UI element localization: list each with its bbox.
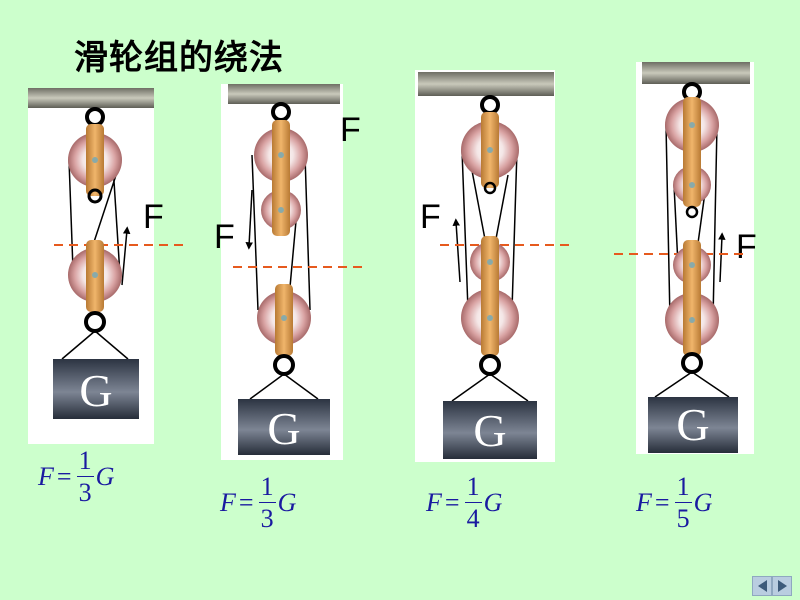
pulley-frame (272, 120, 290, 236)
fraction-numerator: 1 (76, 446, 94, 477)
formula-rhs: G (95, 462, 115, 491)
fraction: 1 3 (76, 446, 94, 507)
rope (251, 154, 311, 311)
fraction-numerator: 1 (464, 472, 482, 503)
pulley-axle (92, 157, 98, 163)
pulley-axle (487, 147, 493, 153)
force-label-top: F (340, 111, 361, 149)
pulley-system-3: F G (415, 70, 575, 462)
formula-lhs: F (38, 462, 54, 491)
ceiling-beam (28, 88, 154, 108)
fraction: 1 5 (674, 472, 692, 533)
formula-2: F = 1 3 G (220, 474, 296, 532)
ceiling-beam (642, 62, 750, 84)
force-label: F (420, 198, 441, 236)
force-label: F (214, 218, 235, 256)
fraction: 1 3 (258, 472, 276, 533)
pulley-system-4: F G (614, 62, 757, 454)
formula-rhs: G (483, 488, 503, 517)
formula-rhs: G (277, 488, 297, 517)
pulley-system-1: F G (28, 88, 188, 444)
weight-label: G (676, 399, 709, 450)
formula-equals: = (238, 488, 254, 517)
formula-lhs: F (636, 488, 652, 517)
formula-equals: = (444, 488, 460, 517)
pulley-axle (689, 317, 695, 323)
pulley-system-2: F F G (214, 84, 368, 460)
ceiling-beam (418, 72, 554, 96)
formula-equals: = (654, 488, 670, 517)
pulley-frame (481, 236, 499, 356)
weight-label: G (473, 405, 506, 456)
formula-3: F = 1 4 G (426, 474, 502, 532)
formula-lhs: F (426, 488, 442, 517)
weight-label: G (79, 365, 112, 416)
pulley-axle (487, 259, 493, 265)
fraction-denominator: 5 (676, 504, 690, 533)
force-arrow (121, 226, 131, 286)
pulley-axle (689, 122, 695, 128)
pulley-axle (689, 182, 695, 188)
pulley-axle (278, 207, 284, 213)
fraction-denominator: 4 (466, 504, 480, 533)
page-title: 滑轮组的绕法 (74, 38, 284, 78)
triangle-right-icon (777, 580, 787, 592)
hook-ring (483, 181, 497, 195)
weight-block (443, 401, 537, 459)
weight-label: G (267, 403, 300, 454)
slide-navigation (752, 576, 792, 596)
force-arrow (245, 189, 253, 250)
formula-equals: = (56, 462, 72, 491)
pulley-axle (278, 152, 284, 158)
weight-block (238, 399, 330, 455)
fraction: 1 4 (464, 472, 482, 533)
formula-lhs: F (220, 488, 236, 517)
fraction-numerator: 1 (674, 472, 692, 503)
formula-rhs: G (693, 488, 713, 517)
pulley-axle (487, 315, 493, 321)
force-label: F (143, 198, 164, 236)
pulley-axle (92, 272, 98, 278)
pulley-frame (683, 97, 701, 207)
force-arrow (452, 218, 461, 283)
force-label: F (736, 228, 757, 266)
pulley-axle (689, 262, 695, 268)
hook-ring (87, 188, 103, 204)
triangle-left-icon (757, 580, 767, 592)
next-slide-button[interactable] (772, 576, 792, 596)
weight-block (53, 359, 139, 419)
fraction-denominator: 3 (260, 504, 274, 533)
pulley-axle (281, 315, 287, 321)
formula-4: F = 1 5 G (636, 474, 712, 532)
previous-slide-button[interactable] (752, 576, 772, 596)
fraction-numerator: 1 (258, 472, 276, 503)
force-arrow (718, 232, 726, 283)
weight-block (648, 397, 738, 453)
fraction-denominator: 3 (78, 478, 92, 507)
hook-ring (685, 205, 699, 219)
ceiling-beam (228, 84, 340, 104)
formula-1: F = 1 3 G (38, 448, 114, 506)
pulley-frame (683, 240, 701, 356)
